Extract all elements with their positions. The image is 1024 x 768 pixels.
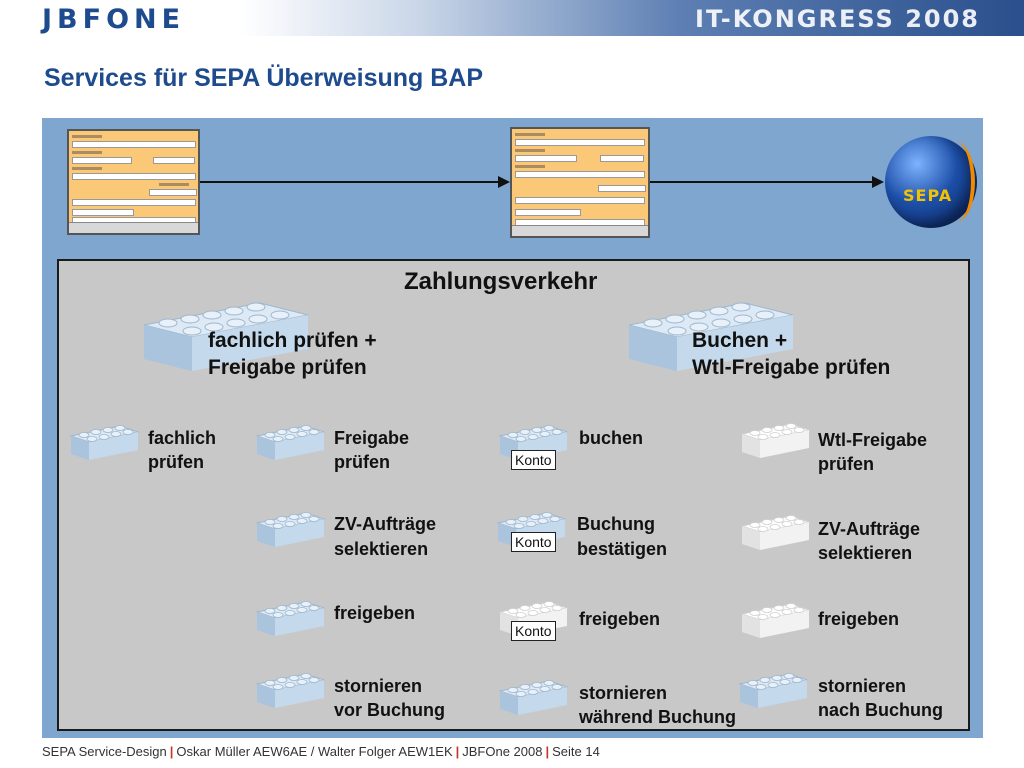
- footer: SEPA Service-Design|Oskar Müller AEW6AE …: [42, 744, 600, 759]
- lego-brick-icon: [256, 601, 325, 637]
- service-freigeben: freigeben: [334, 603, 416, 623]
- lego-brick-icon: [143, 302, 309, 371]
- lego-brick-icon: [70, 425, 139, 461]
- lego-brick-icon: [739, 673, 808, 709]
- footer-topic: SEPA Service-Design: [42, 744, 167, 759]
- konto-badge: Konto: [511, 621, 556, 641]
- service-wtl-freigabe-line2: prüfen: [818, 454, 874, 474]
- congress-label: IT-KONGRESS 2008: [695, 5, 980, 33]
- service-fachlich-pruefen-line1: fachlich: [148, 428, 217, 448]
- lego-brick-icon: [628, 302, 794, 371]
- arrow-right-icon: [872, 176, 884, 188]
- lego-brick-icon: [256, 512, 325, 548]
- jbfone-logo: JBFONE: [42, 4, 186, 35]
- flow-arrow-2: [650, 181, 872, 183]
- service-buchung-bestaetigen-line1: Buchung: [577, 514, 655, 534]
- sepa-globe-icon: SEPA: [885, 136, 977, 228]
- service-stornieren-nach-line1: stornieren: [818, 676, 907, 696]
- service-stornieren-nach-line2: nach Buchung: [818, 700, 943, 720]
- group-label-1-line1: fachlich prüfen +: [208, 329, 377, 352]
- konto-badge: Konto: [511, 450, 556, 470]
- konto-badge: Konto: [511, 532, 556, 552]
- service-zv-selektieren-line1: ZV-Aufträge: [334, 514, 437, 534]
- service-stornieren-waehrend-line1: stornieren: [579, 683, 668, 703]
- lego-brick-icon: [741, 603, 810, 639]
- form-screenshot-input: [67, 129, 200, 235]
- service-wtl-freigabe-line1: Wtl-Freigabe: [818, 430, 928, 450]
- lego-brick-icon: [741, 423, 810, 459]
- footer-page: Seite 14: [552, 744, 600, 759]
- service-freigeben-2: freigeben: [818, 609, 900, 629]
- service-zv-selektieren-2-line2: selektieren: [818, 543, 913, 563]
- footer-authors: Oskar Müller AEW6AE / Walter Folger AEW1…: [176, 744, 453, 759]
- flow-arrow-1: [200, 181, 498, 183]
- service-zv-selektieren-line2: selektieren: [334, 539, 429, 559]
- service-freigeben-konto: freigeben: [579, 609, 661, 629]
- service-buchung-bestaetigen-line2: bestätigen: [577, 539, 668, 559]
- sepa-logo-text: SEPA: [903, 186, 953, 205]
- service-stornieren-waehrend-line2: während Buchung: [579, 707, 736, 727]
- panel-title: Zahlungsverkehr: [404, 268, 598, 295]
- page-title: Services für SEPA Überweisung BAP: [44, 64, 484, 92]
- lego-brick-icon: [741, 515, 810, 551]
- service-zv-selektieren-2-line1: ZV-Aufträge: [818, 519, 921, 539]
- arrow-right-icon: [498, 176, 510, 188]
- group-label-2-line2: Wtl-Freigabe prüfen: [692, 356, 891, 379]
- service-buchen: buchen: [579, 428, 644, 448]
- service-freigabe-pruefen-line1: Freigabe: [334, 428, 410, 448]
- footer-event: JBFOne 2008: [462, 744, 543, 759]
- group-label-2-line1: Buchen +: [692, 329, 788, 352]
- group-label-1-line2: Freigabe prüfen: [208, 356, 367, 379]
- header-band: [0, 0, 1024, 36]
- lego-brick-icon: [256, 673, 325, 709]
- service-fachlich-pruefen-line2: prüfen: [148, 452, 204, 472]
- lego-brick-icon: [256, 425, 325, 461]
- service-freigabe-pruefen-line2: prüfen: [334, 452, 390, 472]
- service-stornieren-vor-line1: stornieren: [334, 676, 423, 696]
- form-screenshot-booking: [510, 127, 650, 238]
- service-stornieren-vor-line2: vor Buchung: [334, 700, 445, 720]
- lego-brick-icon: [499, 680, 568, 716]
